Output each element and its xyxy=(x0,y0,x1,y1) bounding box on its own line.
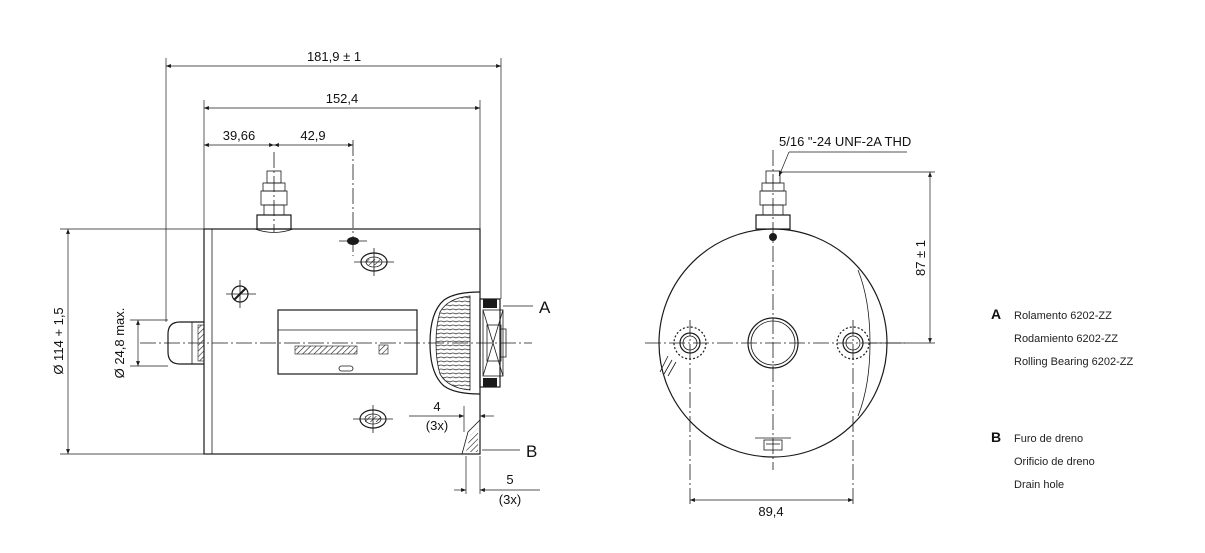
dim-terminal-offset: 39,66 xyxy=(223,128,256,143)
dim-body-length: 152,4 xyxy=(326,91,359,106)
legend-b-line: Furo de dreno xyxy=(1014,433,1083,445)
dim-shaft-diameter: Ø 24,8 max. xyxy=(112,308,127,379)
legend-a-line: Rolling Bearing 6202-ZZ xyxy=(1014,356,1134,368)
legend-b-line: Orificio de dreno xyxy=(1014,456,1095,468)
dim-gap-a-count: (3x) xyxy=(426,418,448,433)
callout-b: B xyxy=(526,442,537,461)
dim-gap-a-value: 4 xyxy=(433,399,440,414)
side-view: 181,9 ± 1 152,4 39,66 42,9 Ø 114 + 1,5 Ø… xyxy=(51,49,551,507)
dim-overall-length: 181,9 ± 1 xyxy=(307,49,361,64)
legend-a-line: Rolamento 6202-ZZ xyxy=(1014,310,1112,322)
dim-terminal-height: 87 ± 1 xyxy=(913,240,928,276)
dim-gap-b-value: 5 xyxy=(506,472,513,487)
dim-hole-offset: 42,9 xyxy=(300,128,325,143)
dim-body-diameter: Ø 114 + 1,5 xyxy=(51,307,66,374)
legend-a-key: A xyxy=(991,306,1001,322)
dim-gap-b-count: (3x) xyxy=(499,492,521,507)
legend-b-key: B xyxy=(991,429,1001,445)
legend-b-line: Drain hole xyxy=(1014,479,1064,491)
name-plate xyxy=(277,309,418,375)
end-view: 87 ± 1 89,4 5/16 "-24 UNF-2A THD xyxy=(645,134,935,519)
legend-a-line: Rodamiento 6202-ZZ xyxy=(1014,333,1118,345)
drain-hole-detail xyxy=(461,419,481,455)
thread-spec: 5/16 "-24 UNF-2A THD xyxy=(779,134,911,149)
legend: A Rolamento 6202-ZZ Rodamiento 6202-ZZ R… xyxy=(991,306,1134,491)
dim-hole-spacing: 89,4 xyxy=(758,504,783,519)
callout-a: A xyxy=(539,298,551,317)
